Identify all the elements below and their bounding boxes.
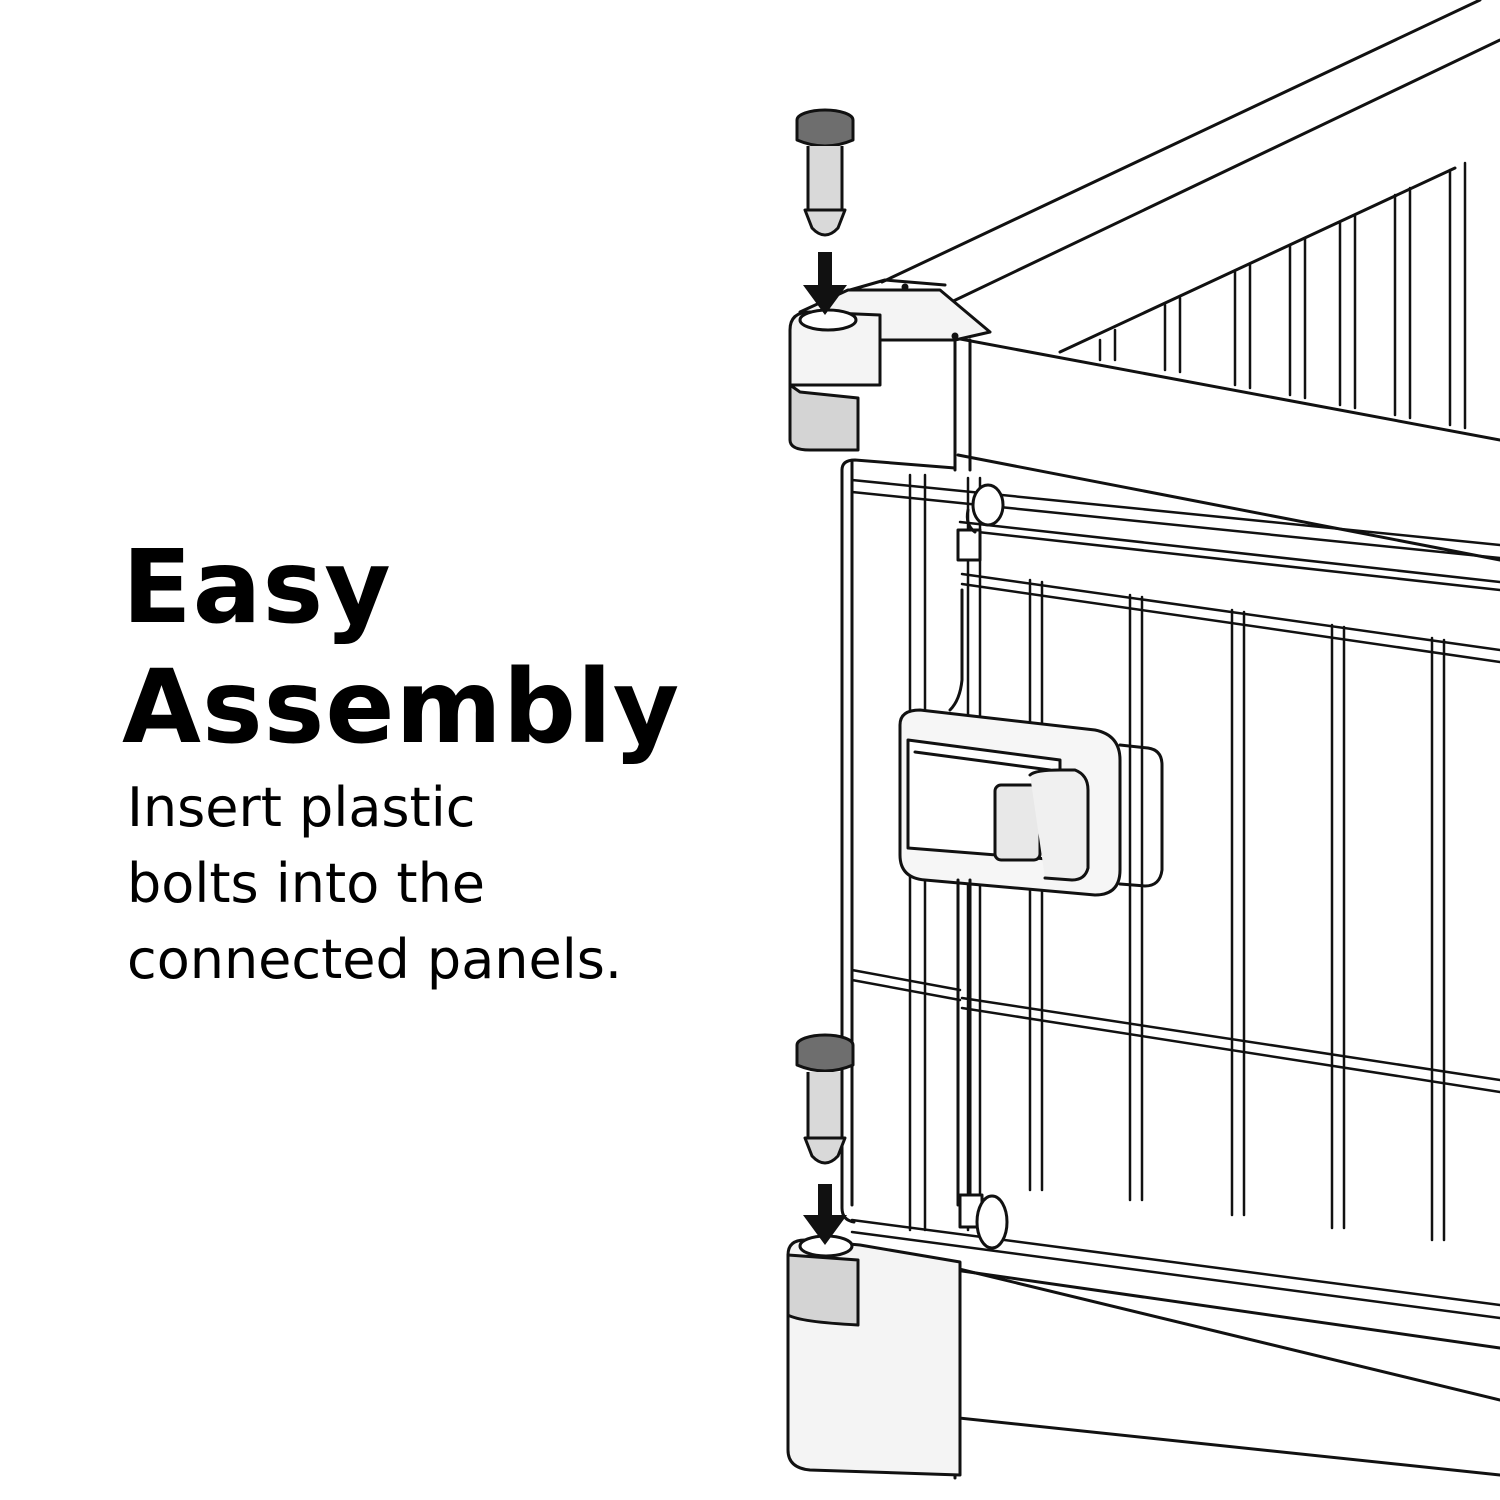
- front-top-rail: [953, 336, 1500, 562]
- top-corner-connector: [788, 278, 992, 452]
- back-panel-bars: [1098, 161, 1467, 430]
- upper-hinge-clip: [956, 483, 1005, 562]
- back-top-rail: [880, 0, 1500, 354]
- down-arrow-icon: [803, 252, 847, 315]
- plastic-bolt-icon: [795, 108, 855, 237]
- down-arrow-icon: [803, 1184, 847, 1245]
- headline: Easy Assembly: [122, 528, 680, 768]
- instruction-line-2: bolts into the: [127, 852, 486, 915]
- headline-line-1: Easy: [122, 528, 392, 647]
- latch: [898, 588, 1164, 1207]
- bottom-corner-connector: [786, 1234, 962, 1477]
- instruction-text: Insert plastic bolts into the connected …: [127, 770, 622, 998]
- instruction-line-3: connected panels.: [127, 928, 623, 991]
- gate-horizontal-wires: [850, 478, 1500, 1320]
- instruction-line-1: Insert plastic: [127, 776, 476, 839]
- lower-hinge-clip: [958, 1193, 1009, 1250]
- headline-line-2: Assembly: [122, 648, 681, 767]
- plastic-bolt-icon: [795, 1033, 855, 1165]
